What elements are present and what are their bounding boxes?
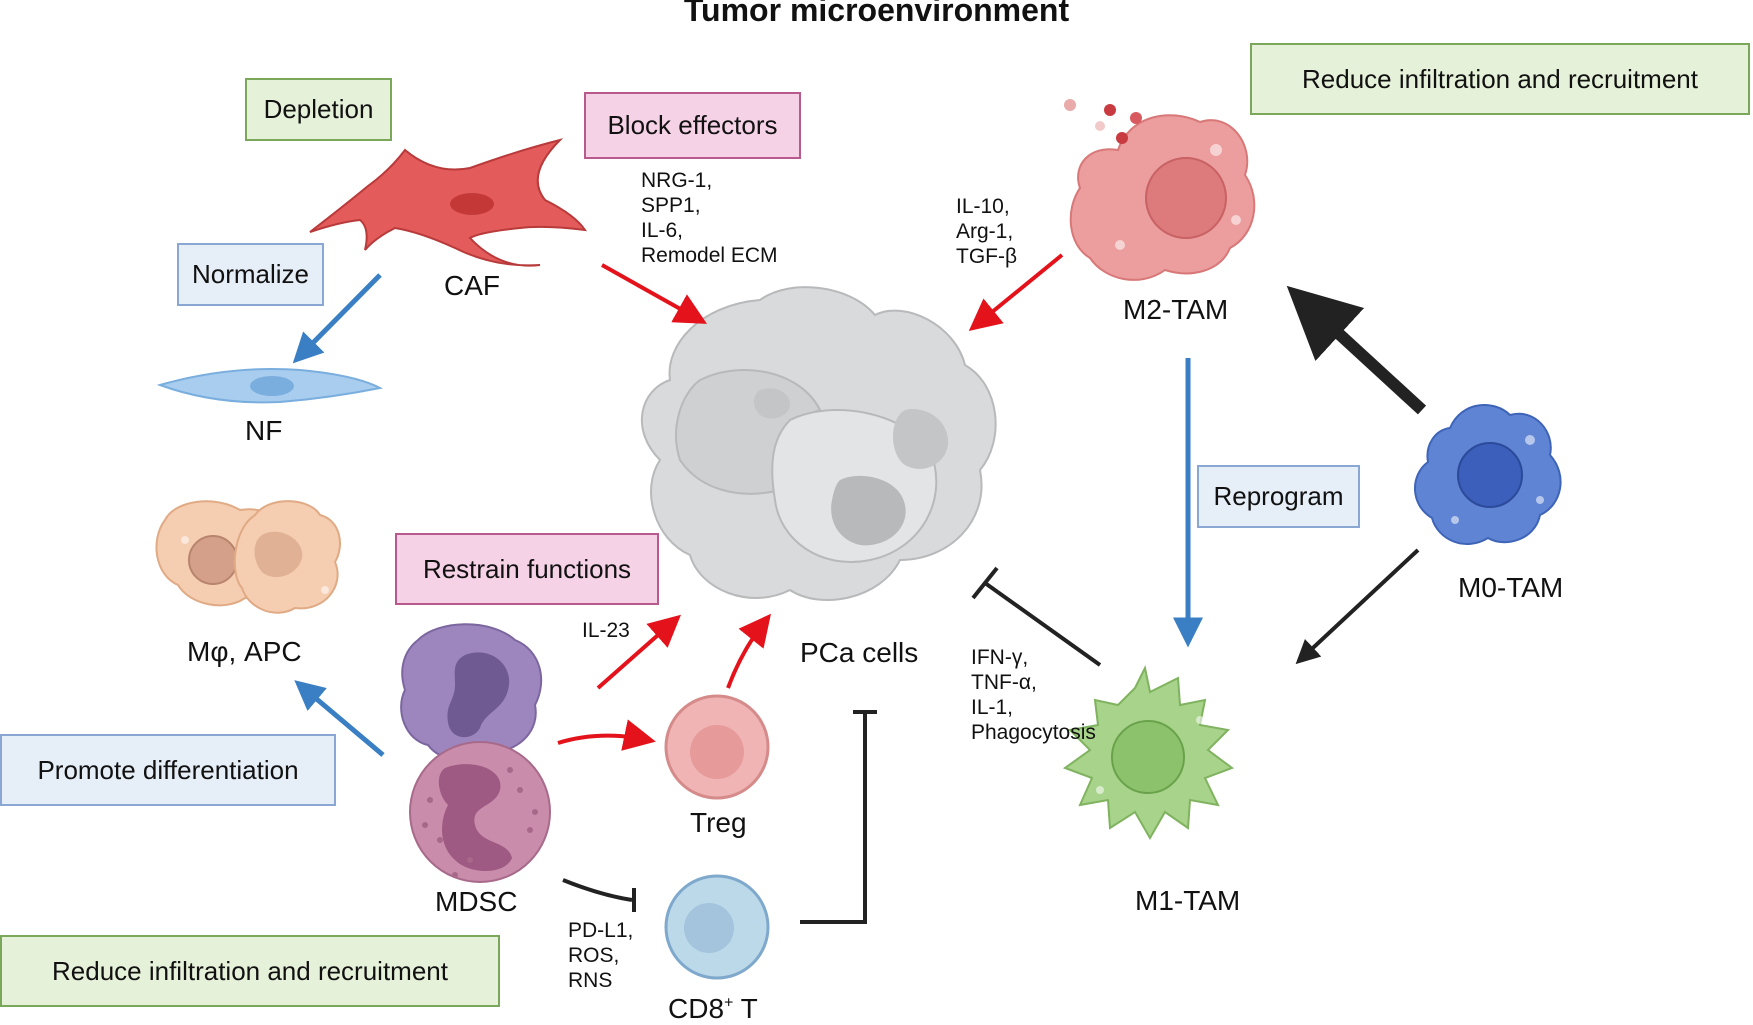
cell-spots bbox=[181, 144, 1544, 794]
m2-tam-cell bbox=[1064, 99, 1256, 281]
m0-tam-label: M0-TAM bbox=[1458, 572, 1564, 603]
cd8-t-label-tail: T bbox=[733, 993, 758, 1024]
activation-arrows bbox=[557, 253, 1064, 751]
m1-tam-label: M1-TAM bbox=[1135, 885, 1241, 916]
nf-cell bbox=[156, 368, 383, 404]
m0-tam-cell bbox=[1414, 404, 1562, 545]
pca-cells-label: PCa cells bbox=[800, 637, 919, 668]
inhibition-lines bbox=[562, 566, 1102, 924]
m1-factors-text: IFN-γ, TNF-α, IL-1, Phagocytosis bbox=[971, 646, 1096, 744]
cd8-t-label-superscript: + bbox=[724, 994, 734, 1012]
treg-label: Treg bbox=[690, 807, 747, 838]
m1-tam-cell bbox=[1062, 664, 1235, 841]
m2-tam-label: M2-TAM bbox=[1123, 294, 1229, 325]
mphi-apc-label: Mφ, APC bbox=[187, 636, 302, 667]
pca-cells-cluster bbox=[641, 286, 997, 601]
treg-cell bbox=[664, 694, 770, 800]
diagram-title: Tumor microenvironment bbox=[683, 0, 1070, 28]
reprogram-box: Reprogram bbox=[1197, 465, 1360, 528]
cd8-t-label-main: CD8 bbox=[668, 993, 725, 1024]
caf-cell bbox=[309, 138, 588, 267]
m2-factors-text: IL-10, Arg-1, TGF-β bbox=[956, 195, 1018, 268]
normalize-box: Normalize bbox=[177, 243, 324, 306]
mdsc-cell-top bbox=[400, 623, 543, 763]
il23-text: IL-23 bbox=[582, 619, 630, 642]
mdsc-label: MDSC bbox=[435, 886, 518, 917]
caf-label: CAF bbox=[444, 270, 500, 301]
nf-label: NF bbox=[245, 415, 283, 446]
restrain-functions-box: Restrain functions bbox=[395, 533, 659, 605]
mphi-apc-cells bbox=[155, 500, 341, 614]
mdsc-factors-text: PD-L1, ROS, RNS bbox=[568, 919, 634, 992]
reduce-infiltration-top-box: Reduce infiltration and recruitment bbox=[1250, 43, 1750, 115]
caf-factors-text: NRG-1, SPP1, IL-6, Remodel ECM bbox=[641, 169, 778, 267]
cd8-t-cell bbox=[664, 874, 770, 980]
mdsc-cell-bottom bbox=[409, 741, 551, 883]
conversion-arrows bbox=[1286, 285, 1427, 665]
therapy-arrows bbox=[292, 273, 1203, 757]
block-effectors-box: Block effectors bbox=[584, 92, 801, 159]
depletion-box: Depletion bbox=[245, 78, 392, 141]
reduce-infiltration-bottom-box: Reduce infiltration and recruitment bbox=[0, 935, 500, 1007]
cd8-t-label: CD8+ T bbox=[668, 993, 758, 1025]
promote-differentiation-box: Promote differentiation bbox=[0, 734, 336, 806]
